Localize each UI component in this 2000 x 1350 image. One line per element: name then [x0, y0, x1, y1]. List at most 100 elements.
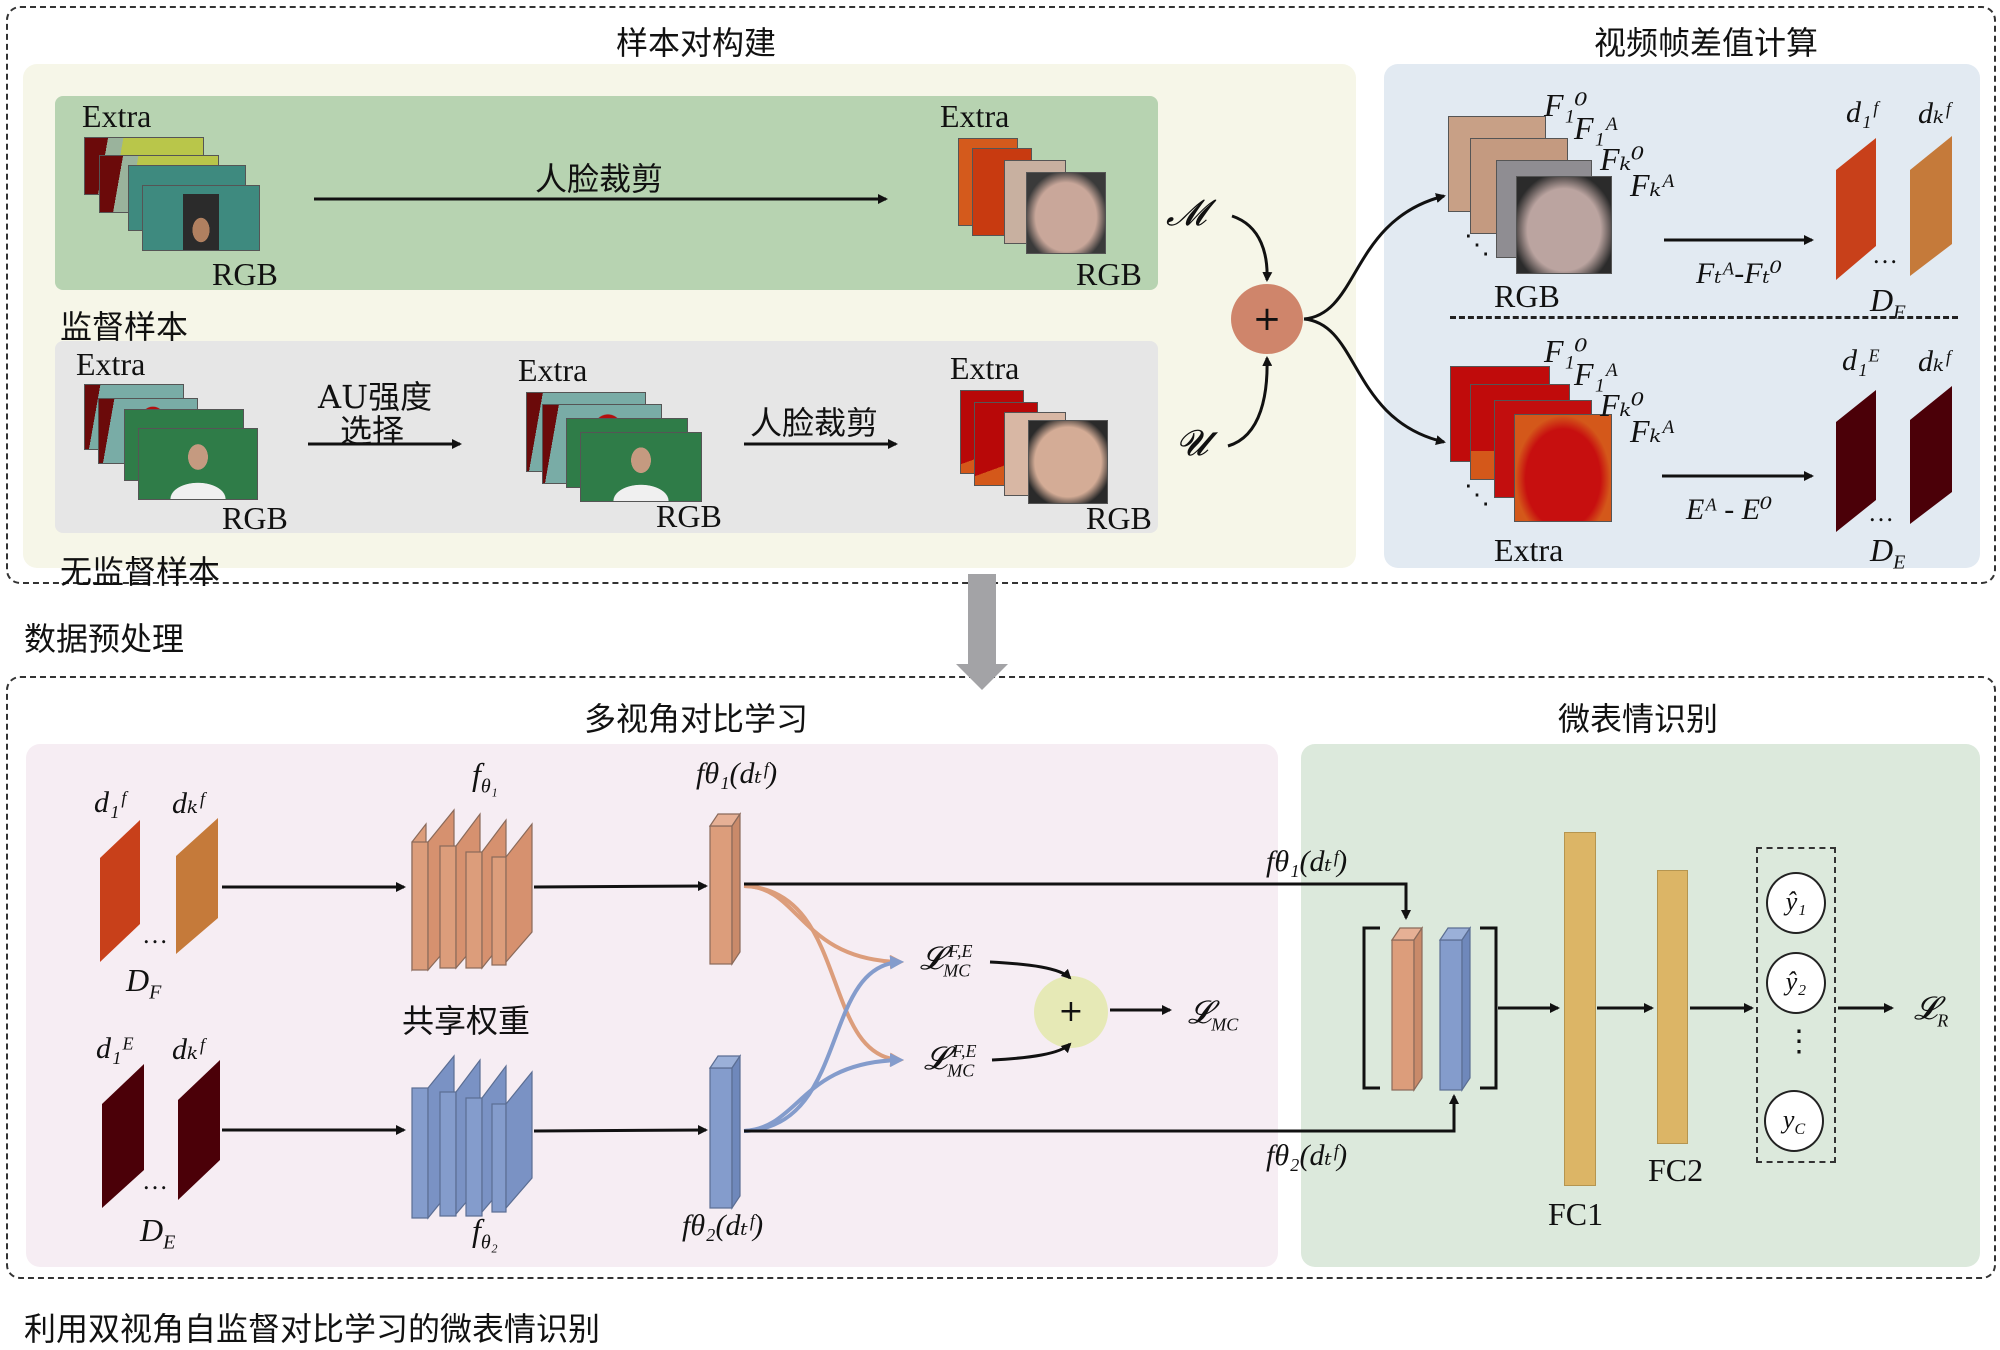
loss-sum-circle: [1034, 976, 1108, 1048]
rec-feature2-label: fθ₂(dₜᶠ): [1266, 1139, 1348, 1172]
extra-diff-operation: Eᴬ - E⁰: [1686, 493, 1773, 526]
extra-frame-label: Fₖ⁰: [1600, 387, 1645, 423]
encoder1-blocks: [411, 808, 533, 972]
rec-feature1-label: fθ₁(dₜᶠ): [1266, 845, 1348, 878]
loss-mc-b-label: 𝓛MCF,E: [924, 1040, 977, 1081]
unsup-output-rgb-label: RGB: [1086, 500, 1152, 536]
output-node: ŷ₂: [1766, 952, 1826, 1014]
sup-output-extra-label: Extra: [940, 98, 1010, 134]
sup-output-rgb-label: RGB: [1076, 256, 1142, 292]
df-input-map: [100, 820, 140, 962]
encoder1-label: fθ₁: [472, 756, 498, 798]
feature2-label: fθ₂(dₜᶠ): [682, 1209, 764, 1242]
feature1-vector: [708, 812, 742, 966]
feature2-to-loss-b: [743, 1053, 904, 1133]
loss-b-to-sum: [991, 1042, 1072, 1062]
df-input-map: [176, 818, 218, 954]
branch-divider: [1450, 316, 1958, 319]
unsup-input-rgb-label: RGB: [222, 500, 288, 536]
frame-diff-title: 视频帧差值计算: [1594, 24, 1819, 62]
unsup-mid-rgb-label: RGB: [656, 498, 722, 534]
feature2-vector: [708, 1054, 742, 1210]
feature2-to-concat: [744, 1094, 1459, 1133]
concat-feature1: [1390, 926, 1424, 1092]
preprocess-label: 数据预处理: [24, 620, 185, 658]
extra-diff-map: [1836, 390, 1876, 532]
sup-face-crop-label: 人脸裁剪: [535, 160, 664, 198]
encoder1-to-feature-arrow: [533, 881, 708, 892]
unsupervised-sample-label: 无监督样本: [60, 553, 221, 591]
output-box: [1756, 847, 1836, 1163]
rgb-frame-label: Fₖ⁰: [1600, 141, 1645, 177]
combine-to-extra-arrow: [1303, 317, 1446, 446]
au-intensity-label-1: AU强度: [318, 378, 433, 416]
extra-dots: ⋱: [1464, 480, 1490, 509]
extra-diff-output: dₖᶠ: [1918, 345, 1950, 378]
df-ellipsis: …: [142, 920, 168, 949]
m-to-combine-arrow: [1231, 214, 1273, 282]
df-input-label: d₁ᶠ: [94, 786, 125, 819]
sup-input-extra-label: Extra: [82, 98, 152, 134]
loss-a-to-sum: [989, 960, 1072, 980]
combine-plus-icon: +: [1252, 299, 1282, 339]
df-input-label: dₖᶠ: [172, 787, 204, 820]
rgb-diff-map: [1910, 136, 1952, 276]
extra-frame-label: F₁ᴬ: [1574, 356, 1618, 392]
rgb-diff-output: dₖᶠ: [1918, 97, 1950, 130]
concat-bracket-left: [1362, 926, 1380, 1090]
loss-mc-a-label: 𝓛MCF,E: [920, 940, 973, 981]
unsup-mid-extra-label: Extra: [518, 352, 588, 388]
extra-diff-set-label: DE: [1870, 532, 1906, 574]
output-node: yC: [1764, 1090, 1824, 1152]
combine-to-rgb-arrow: [1303, 193, 1446, 321]
de-input-map: [102, 1064, 144, 1208]
output-vertical-ellipsis: ⋮: [1784, 1025, 1814, 1058]
feature1-to-loss-b: [743, 884, 904, 1067]
supervised-set-symbol: 𝓜: [1166, 193, 1207, 233]
encoder2-blocks: [411, 1054, 533, 1220]
sample-construction-title: 样本对构建: [616, 24, 777, 62]
rgb-face-frame: [1516, 176, 1612, 274]
df-set-label: DF: [126, 962, 162, 1004]
rgb-diff-map: [1836, 138, 1876, 280]
sup-rgb-frame: [142, 185, 260, 251]
rgb-frame-label: F₁⁰: [1544, 87, 1588, 123]
extra-frame-label: Fₖᴬ: [1630, 413, 1675, 449]
preprocess-down-arrow: [956, 574, 1008, 690]
de-ellipsis: …: [142, 1166, 168, 1195]
sup-input-rgb-label: RGB: [212, 256, 278, 292]
de-input-map: [178, 1060, 220, 1200]
extra-source-label: Extra: [1494, 532, 1564, 568]
fc2-layer: [1657, 870, 1688, 1144]
training-region: [6, 676, 1996, 1279]
combine-circle: [1231, 284, 1303, 354]
concat-feature2: [1438, 926, 1472, 1092]
supervised-sample-label: 监督样本: [60, 308, 189, 346]
unsup-input-extra-label: Extra: [76, 346, 146, 382]
encoder2-label: fθ₂: [472, 1212, 498, 1254]
rgb-frame-label: F₁ᴬ: [1574, 110, 1618, 146]
rgb-dots: ⋱: [1464, 230, 1490, 259]
loss-sum-plus-icon: +: [1058, 994, 1084, 1029]
fc2-label: FC2: [1648, 1152, 1704, 1188]
extra-diff-frame: [1514, 414, 1612, 522]
loss-mc-total-label: 𝓛MC: [1188, 994, 1239, 1035]
de-input-label: d₁ᴱ: [96, 1032, 134, 1065]
sup-out-rgb-frame: [1026, 172, 1106, 254]
unsup-output-extra-label: Extra: [950, 350, 1020, 386]
de-set-label: DE: [140, 1212, 176, 1254]
rgb-diff-output: d₁ᶠ: [1846, 96, 1877, 129]
encoder2-to-feature-arrow: [533, 1125, 708, 1136]
concat-bracket-right: [1480, 926, 1498, 1090]
rgb-source-label: RGB: [1494, 278, 1560, 314]
contrastive-title: 多视角对比学习: [584, 700, 809, 738]
u-to-combine-arrow: [1227, 356, 1273, 448]
feature1-label: fθ₁(dₜᶠ): [696, 757, 778, 790]
output-node: ŷ₁: [1766, 872, 1826, 934]
de-input-label: dₖᶠ: [172, 1033, 204, 1066]
fc1-layer: [1564, 832, 1596, 1186]
sample-preprocessing-region: [6, 6, 1996, 584]
rgb-diff-operation: Fₜᴬ-Fₜ⁰: [1696, 257, 1782, 290]
extra-diff-output: d₁ᴱ: [1842, 344, 1880, 377]
